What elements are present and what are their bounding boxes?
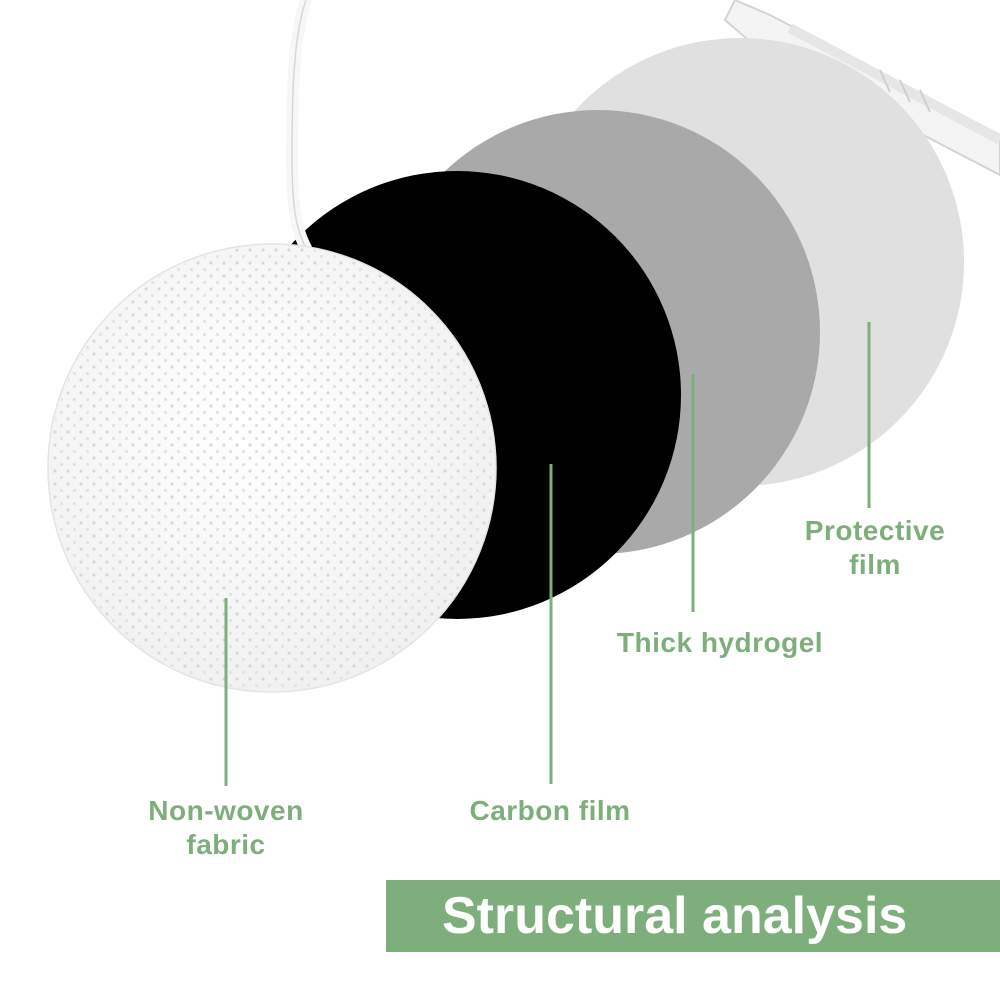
label-carbon-film-text: Carbon film [469, 795, 631, 826]
label-protective-film-line2: film [849, 549, 901, 580]
label-non-woven-fabric-line1: Non-woven [148, 795, 304, 826]
label-carbon-film: Carbon film [450, 794, 650, 828]
label-protective-film-line1: Protective [804, 515, 946, 546]
label-protective-film: Protective film [790, 514, 960, 582]
label-non-woven-fabric-line2: fabric [186, 829, 266, 860]
non-woven-fabric-disc [47, 243, 497, 693]
label-thick-hydrogel: Thick hydrogel [600, 626, 840, 660]
label-non-woven-fabric: Non-woven fabric [126, 794, 326, 862]
title-banner: Structural analysis [386, 880, 1000, 952]
banner-title: Structural analysis [442, 887, 908, 945]
label-thick-hydrogel-text: Thick hydrogel [616, 627, 824, 658]
